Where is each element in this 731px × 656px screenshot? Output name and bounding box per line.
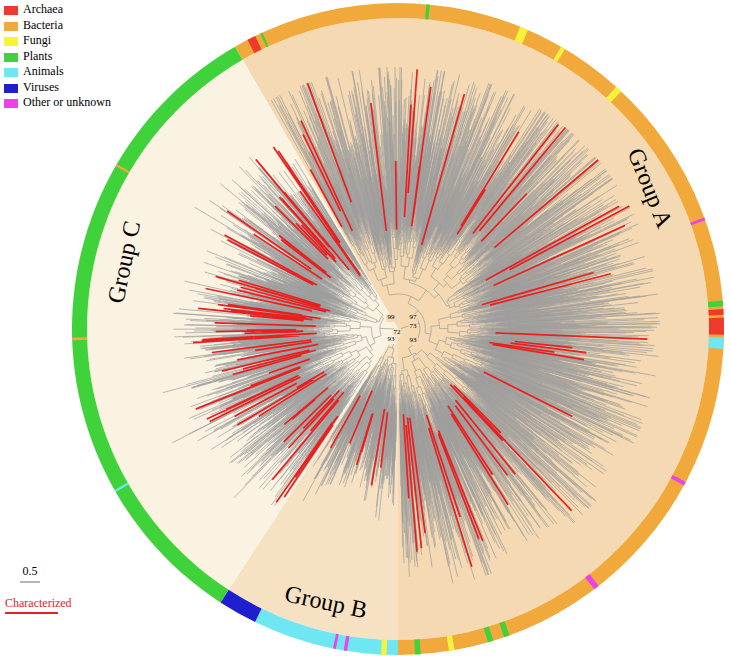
taxonomy-ring <box>247 36 261 53</box>
taxonomy-ring <box>414 639 420 654</box>
taxonomy-ring <box>585 574 599 589</box>
legend-text: Animals <box>23 65 64 78</box>
taxonomy-ring <box>554 47 565 62</box>
characterized-sample <box>5 612 58 614</box>
taxonomy-ring <box>220 590 261 622</box>
taxonomy-ring <box>690 218 705 226</box>
taxonomy-ring <box>671 475 686 486</box>
legend-swatch <box>4 6 18 15</box>
legend-swatch <box>4 37 18 46</box>
legend-text: Fungi <box>23 34 51 47</box>
bootstrap-value: 93 <box>409 337 418 345</box>
legend-swatch <box>4 84 18 93</box>
legend-text: Characterized <box>5 597 72 610</box>
bootstrap-value: 97 <box>409 314 418 322</box>
taxonomy-ring <box>425 4 430 19</box>
taxonomy-ring <box>333 634 339 649</box>
taxonomy-ring <box>344 636 350 651</box>
legend-swatch <box>4 68 18 77</box>
taxonomy-ring <box>447 635 455 651</box>
taxonomy-ring <box>499 621 509 637</box>
taxonomy-ring <box>72 47 243 603</box>
taxonomy-ring <box>484 626 494 642</box>
taxonomy-ring <box>708 309 723 315</box>
bootstrap-value: 93 <box>387 336 396 344</box>
bootstrap-value: 73 <box>409 323 418 331</box>
characterized-branch <box>193 69 647 566</box>
taxonomy-ring <box>72 337 87 340</box>
legend-swatch <box>4 53 18 62</box>
legend-text: Viruses <box>23 81 59 94</box>
legend-text: Plants <box>23 50 52 63</box>
taxonomy-ring <box>260 33 268 48</box>
legend-text: Archaea <box>23 3 63 16</box>
taxonomy-ring <box>708 301 723 308</box>
taxonomy-ring <box>381 640 387 655</box>
legend-text: Bacteria <box>23 19 63 32</box>
taxonomy-ring <box>515 27 528 44</box>
scale-value: 0.5 <box>23 565 38 578</box>
taxonomy-ring <box>708 337 723 349</box>
taxonomy-ring <box>606 87 621 103</box>
legend-text: Other or unknown <box>23 96 111 109</box>
bootstrap-value: 99 <box>387 314 396 322</box>
taxonomy-ring <box>115 483 129 492</box>
tree-group <box>5 3 724 655</box>
taxonomy-ring <box>709 318 724 335</box>
legend-swatch <box>4 22 18 31</box>
scale-bar <box>20 581 40 583</box>
legend-swatch <box>4 99 18 108</box>
tree-branch <box>163 67 660 584</box>
taxonomy-ring <box>116 164 130 173</box>
